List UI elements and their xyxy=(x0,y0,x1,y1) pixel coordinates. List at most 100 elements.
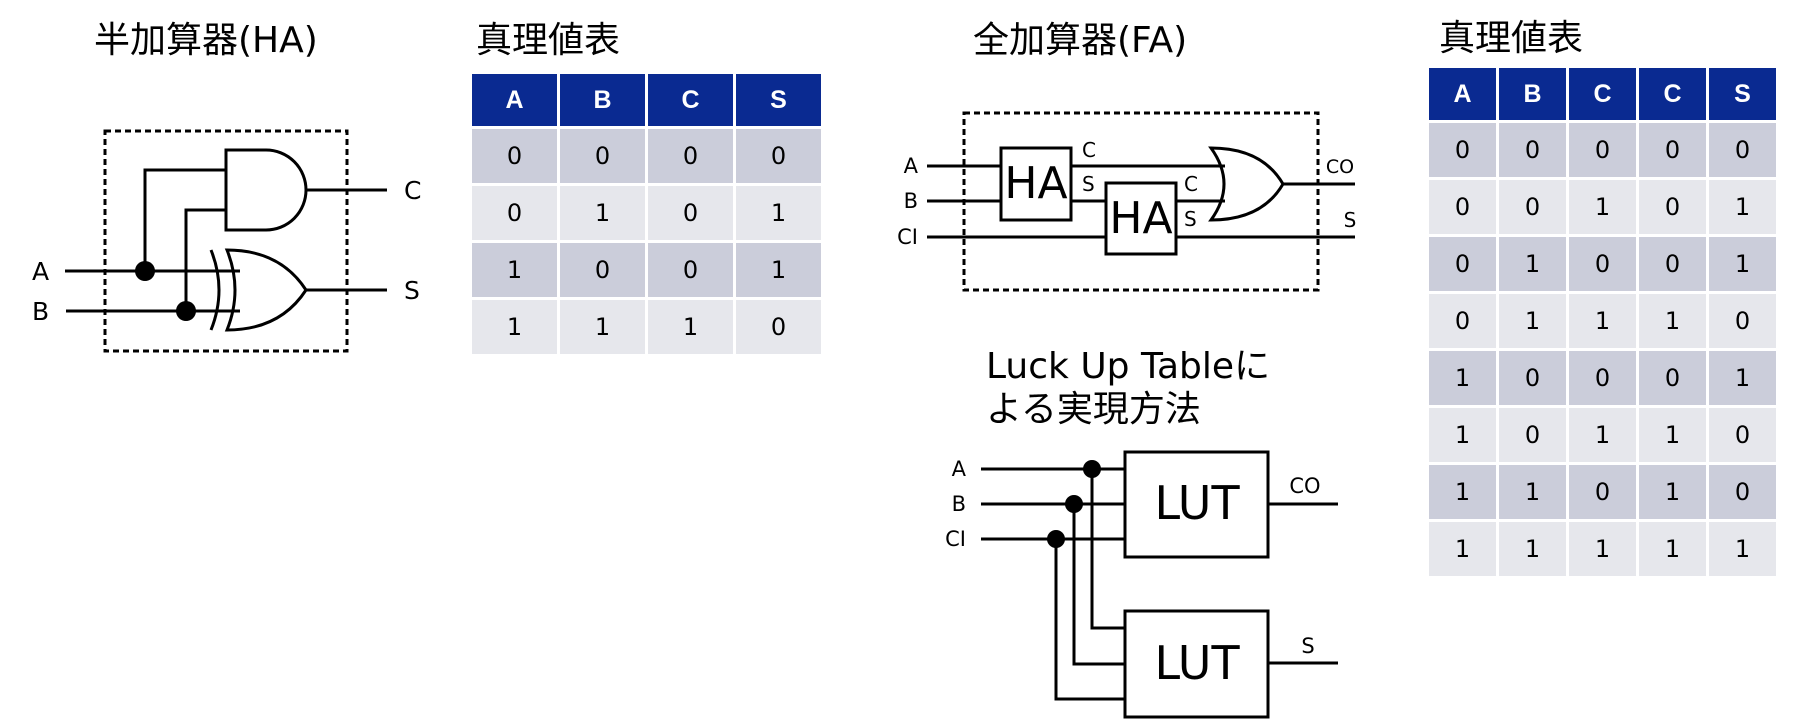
table-cell: 0 xyxy=(472,129,557,183)
table-cell: 1 xyxy=(472,300,557,354)
table-cell: 1 xyxy=(472,243,557,297)
table-cell: 1 xyxy=(1569,180,1636,234)
full-adder-title: 全加算器(FA) xyxy=(973,20,1188,61)
table-row: 1 1 1 0 xyxy=(472,300,821,354)
table-cell: 1 xyxy=(1639,465,1706,519)
table-cell: 0 xyxy=(1639,237,1706,291)
table-cell: 0 xyxy=(1709,123,1776,177)
lut-title-line2: よる実現方法 xyxy=(986,389,1201,430)
lut-wire-b-branch xyxy=(1072,504,1125,666)
table-cell: 1 xyxy=(560,300,645,354)
table-cell: 0 xyxy=(560,129,645,183)
table-cell: 0 xyxy=(1569,237,1636,291)
table-cell: 0 xyxy=(1709,408,1776,462)
table-header-row: A B C C S xyxy=(1429,68,1776,120)
lut-block-s-label: LUT xyxy=(1154,636,1240,690)
lut-wire-ci-branch xyxy=(1054,539,1125,701)
header-cell-s: S xyxy=(736,74,821,126)
ha2-port-label-c: C xyxy=(1184,172,1198,196)
table-cell: 0 xyxy=(1429,294,1496,348)
lut-wire-a-branch xyxy=(1090,469,1125,630)
header-cell-c: C xyxy=(1569,68,1636,120)
ha2-port-label-s: S xyxy=(1184,207,1197,231)
table-cell: 0 xyxy=(1569,123,1636,177)
table-cell: 1 xyxy=(1499,522,1566,576)
ha-boundary-box xyxy=(103,129,349,353)
table-cell: 1 xyxy=(560,186,645,240)
lut-title-line1: Luck Up Tableに xyxy=(986,346,1271,387)
header-cell-b: B xyxy=(560,74,645,126)
ha1-port-label-s: S xyxy=(1082,172,1095,196)
table-cell: 0 xyxy=(1709,294,1776,348)
table-cell: 0 xyxy=(1709,465,1776,519)
table-cell: 1 xyxy=(1429,408,1496,462)
table-cell: 0 xyxy=(1499,180,1566,234)
junction-dot-icon xyxy=(1065,495,1083,513)
table-cell: 0 xyxy=(1639,180,1706,234)
table-cell: 0 xyxy=(648,243,733,297)
table-cell: 0 xyxy=(472,186,557,240)
xor-gate-icon xyxy=(224,248,308,332)
table-cell: 1 xyxy=(1709,237,1776,291)
ha-input-label-a: A xyxy=(32,257,49,286)
table-cell: 1 xyxy=(1429,522,1496,576)
table-cell: 1 xyxy=(1569,522,1636,576)
table-cell: 1 xyxy=(736,243,821,297)
table-cell: 0 xyxy=(1429,237,1496,291)
xor-gate-extra-arc xyxy=(209,249,221,331)
table-cell: 0 xyxy=(1429,180,1496,234)
lut-input-label-b: B xyxy=(952,492,966,516)
header-cell-c2: C xyxy=(1639,68,1706,120)
header-cell-b: B xyxy=(1499,68,1566,120)
ha-block-1 xyxy=(999,146,1073,222)
header-cell-s: S xyxy=(1709,68,1776,120)
ha-wire-a-to-and xyxy=(143,168,226,271)
table-cell: 0 xyxy=(648,129,733,183)
table-cell: 1 xyxy=(1709,522,1776,576)
lut-input-label-ci: CI xyxy=(945,527,966,551)
table-cell: 1 xyxy=(1429,351,1496,405)
table-cell: 0 xyxy=(560,243,645,297)
table-row: 0 0 0 0 xyxy=(472,129,821,183)
table-cell: 0 xyxy=(1499,408,1566,462)
junction-dot-icon xyxy=(1083,460,1101,478)
table-cell: 1 xyxy=(736,186,821,240)
table-cell: 0 xyxy=(1639,351,1706,405)
ha1-port-label-c: C xyxy=(1082,138,1096,162)
ha-block-1-label: HA xyxy=(1004,158,1067,209)
or-gate-icon xyxy=(1208,146,1285,222)
table-cell: 1 xyxy=(1499,237,1566,291)
fa-output-label-s: S xyxy=(1344,208,1357,232)
table-cell: 1 xyxy=(1639,294,1706,348)
table-cell: 1 xyxy=(1569,408,1636,462)
table-cell: 0 xyxy=(1499,123,1566,177)
fa-input-label-a: A xyxy=(904,154,919,178)
table-header-row: A B C S xyxy=(472,74,821,126)
ha-truth-table-title: 真理値表 xyxy=(476,20,621,61)
ha-output-label-c: C xyxy=(404,176,421,205)
table-cell: 0 xyxy=(736,300,821,354)
table-cell: 0 xyxy=(1639,123,1706,177)
table-cell: 1 xyxy=(1709,351,1776,405)
fa-output-label-co: CO xyxy=(1326,156,1354,178)
lut-output-label-s: S xyxy=(1301,634,1314,658)
junction-dot-icon xyxy=(135,261,155,281)
table-cell: 0 xyxy=(1569,465,1636,519)
table-cell: 1 xyxy=(1499,294,1566,348)
fa-truth-table-title: 真理値表 xyxy=(1439,18,1584,59)
lut-input-label-a: A xyxy=(952,457,967,481)
ha-block-2-label: HA xyxy=(1109,193,1172,244)
ha-wire-b-to-and xyxy=(184,208,226,311)
table-cell: 0 xyxy=(1429,123,1496,177)
table-row: 1 0 0 1 xyxy=(472,243,821,297)
header-cell-c: C xyxy=(648,74,733,126)
table-cell: 0 xyxy=(736,129,821,183)
header-cell-a: A xyxy=(472,74,557,126)
